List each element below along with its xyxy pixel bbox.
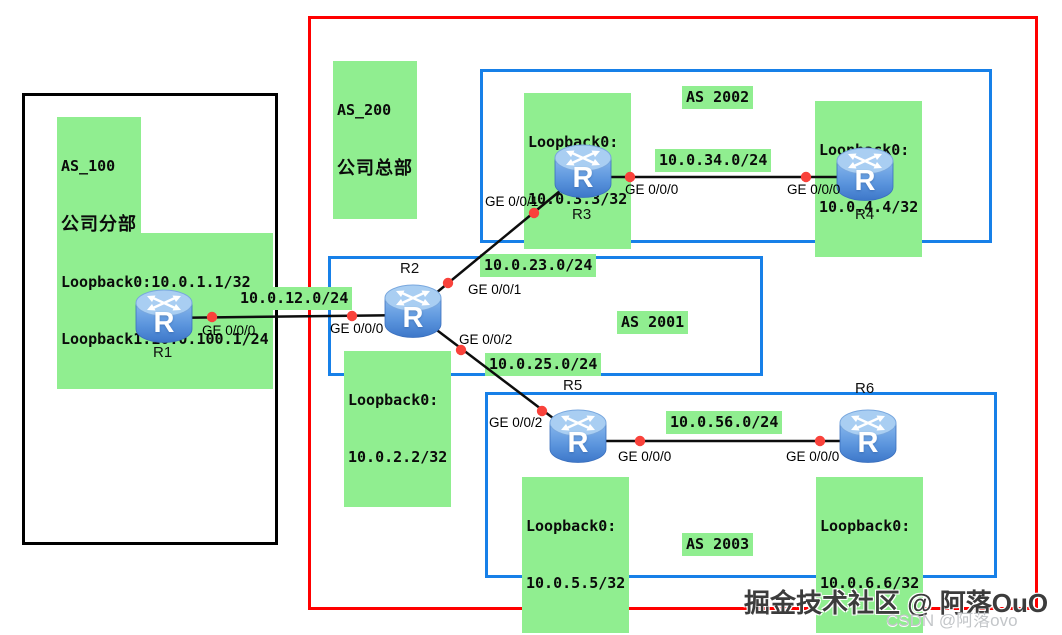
router-r3: R xyxy=(552,143,614,201)
iface-r2-ge000: GE 0/0/0 xyxy=(330,321,384,336)
iface-r2-ge002: GE 0/0/2 xyxy=(459,332,513,347)
iface-r3-ge000: GE 0/0/0 xyxy=(625,182,679,197)
iface-r5-ge000: GE 0/0/0 xyxy=(618,449,672,464)
label-as2003: AS 2003 xyxy=(682,533,754,556)
iface-r4-ge000: GE 0/0/0 xyxy=(787,182,841,197)
as100-id: AS_100 xyxy=(61,157,116,175)
port-dot-r5-ge000 xyxy=(634,435,646,447)
r2-loopback-title: Loopback0: xyxy=(348,391,439,409)
router-icon-letter: R xyxy=(567,427,589,459)
port-dot-r6-ge000 xyxy=(814,435,826,447)
router-icon-letter: R xyxy=(572,162,594,194)
watermark-juejin: 掘金技术社区 @ 阿落OuO xyxy=(744,588,1049,618)
router-name-r2: R2 xyxy=(400,260,420,277)
label-net-10-0-12: 10.0.12.0/24 xyxy=(236,287,353,310)
router-name-r5: R5 xyxy=(563,377,583,394)
r1-loopback0: Loopback0:10.0.1.1/32 xyxy=(61,273,251,291)
label-r2-loopback: Loopback0: 10.0.2.2/32 xyxy=(344,351,452,507)
iface-r5-ge002: GE 0/0/2 xyxy=(489,415,543,430)
port-dot-r4-ge000 xyxy=(800,171,812,183)
router-name-r6: R6 xyxy=(855,380,875,397)
router-icon-letter: R xyxy=(857,427,879,459)
as200-name: 公司总部 xyxy=(337,158,413,179)
watermark-csdn: CSDN @阿落ovo xyxy=(886,611,1018,630)
r6-loopback-title: Loopback0: xyxy=(820,517,911,535)
router-icon-letter: R xyxy=(153,307,175,339)
as100-name: 公司分部 xyxy=(61,214,137,235)
port-dot-r2-ge000 xyxy=(346,310,358,322)
label-as200: AS_200 公司总部 xyxy=(333,61,417,219)
iface-r3-ge001: GE 0/0/1 xyxy=(485,194,539,209)
label-net-10-0-56: 10.0.56.0/24 xyxy=(666,411,783,434)
r5-loopback-title: Loopback0: xyxy=(526,517,617,535)
port-dot-r2-ge001 xyxy=(442,277,454,289)
router-r4: R xyxy=(834,146,896,204)
label-as2001: AS 2001 xyxy=(617,311,689,334)
r6-loopback-ip: 10.0.6.6/32 xyxy=(820,574,920,592)
r2-loopback-ip: 10.0.2.2/32 xyxy=(348,448,448,466)
iface-r1-ge000: GE 0/0/0 xyxy=(202,323,256,338)
router-r2: R xyxy=(382,283,444,341)
as200-id: AS_200 xyxy=(337,101,392,119)
router-icon-letter: R xyxy=(854,165,876,197)
router-r1: R xyxy=(133,288,195,346)
router-name-r3: R3 xyxy=(572,206,592,223)
router-name-r4: R4 xyxy=(855,206,875,223)
router-r5: R xyxy=(547,408,609,466)
r5-loopback-ip: 10.0.5.5/32 xyxy=(526,574,626,592)
label-r5-loopback: Loopback0: 10.0.5.5/32 xyxy=(522,477,630,633)
label-net-10-0-25: 10.0.25.0/24 xyxy=(485,353,602,376)
label-as2002: AS 2002 xyxy=(682,86,754,109)
r4-loopback-ip: 10.0.4.4/32 xyxy=(819,198,919,216)
iface-r2-ge001: GE 0/0/1 xyxy=(468,282,522,297)
router-icon-letter: R xyxy=(402,302,424,334)
iface-r6-ge000: GE 0/0/0 xyxy=(786,449,840,464)
router-r6: R xyxy=(837,408,899,466)
label-net-10-0-34: 10.0.34.0/24 xyxy=(655,149,772,172)
router-name-r1: R1 xyxy=(153,344,173,361)
label-net-10-0-23: 10.0.23.0/24 xyxy=(480,254,597,277)
